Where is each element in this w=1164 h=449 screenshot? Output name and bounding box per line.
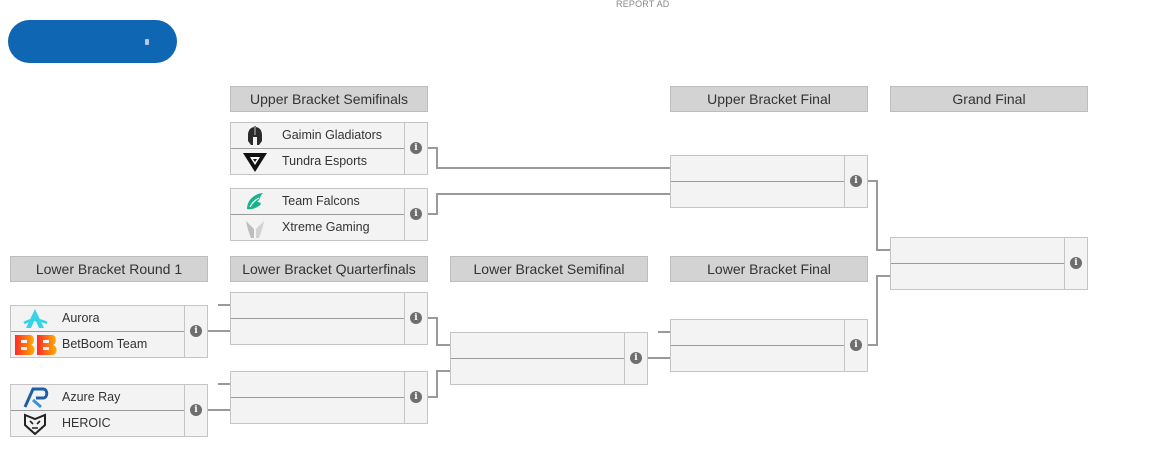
match-lower-quarterfinal-2[interactable]: i [230,371,428,424]
team-row[interactable]: Azure Ray [11,385,187,411]
team-row[interactable]: Xtreme Gaming [231,215,407,241]
info-icon[interactable]: i [190,404,202,416]
match-divider [231,214,427,215]
match-upper-bracket-final[interactable]: i [670,155,868,208]
header-lower-bracket-quarterfinals: Lower Bracket Quarterfinals [230,256,428,282]
team-row[interactable]: HEROIC [11,411,187,437]
match-lower-bracket-final[interactable]: i [670,319,868,372]
match-info-column: i [844,320,867,371]
match-upper-semifinal-2[interactable]: Team Falcons Xtreme Gaming i [230,188,428,241]
team-name: Gaimin Gladiators [282,128,383,142]
match-info-column: i [184,385,207,436]
match-info-column: i [624,333,647,384]
match-lower-quarterfinal-1[interactable]: i [230,292,428,345]
match-lower-round1-1[interactable]: Aurora BetBoom Team i [10,305,208,358]
heroic-logo-icon [21,413,49,436]
team-row-empty[interactable] [451,333,627,359]
team-row[interactable]: Team Falcons [231,189,407,215]
tundra-logo-icon [241,151,269,173]
match-upper-semifinal-1[interactable]: Gaimin Gladiators Tundra Esports i [230,122,428,175]
match-divider [231,318,427,319]
match-info-column: i [184,306,207,357]
team-name: Team Falcons [282,194,360,208]
match-info-column: i [404,372,427,423]
match-grand-final[interactable]: i [890,237,1088,290]
spartan-helmet-icon [241,125,269,147]
match-divider [451,358,647,359]
team-row[interactable]: Tundra Esports [231,149,407,175]
match-lower-semifinal[interactable]: i [450,332,648,385]
team-name: Azure Ray [62,390,121,404]
match-info-column: i [844,156,867,207]
info-icon[interactable]: i [410,208,422,220]
match-info-column: i [404,123,427,174]
team-name: Aurora [62,311,100,325]
team-name: HEROIC [62,416,111,430]
team-row-empty[interactable] [671,320,847,346]
match-divider [11,331,207,332]
match-divider [231,148,427,149]
report-ad-link[interactable]: REPORT AD [616,0,670,9]
team-row-empty[interactable] [451,359,627,385]
info-icon[interactable]: i [630,352,642,364]
header-lower-bracket-semifinal: Lower Bracket Semifinal [450,256,648,282]
team-row-empty[interactable] [671,346,847,372]
info-icon[interactable]: i [410,312,422,324]
header-upper-bracket-semifinals: Upper Bracket Semifinals [230,86,428,112]
match-divider [671,345,867,346]
team-row-empty[interactable] [231,372,407,398]
team-row[interactable]: BetBoom Team [11,332,187,358]
falcon-logo-icon [241,191,269,213]
match-divider [11,410,207,411]
info-icon[interactable]: i [850,175,862,187]
header-lower-bracket-round-1: Lower Bracket Round 1 [10,256,208,282]
azure-ray-logo-icon [21,387,49,409]
xtreme-logo-icon [241,217,269,239]
ad-banner-button[interactable] [8,20,177,63]
match-info-column: i [1064,238,1087,289]
info-icon[interactable]: i [850,339,862,351]
team-row-empty[interactable] [671,182,847,208]
betboom-logo-icon [14,334,58,356]
team-row-empty[interactable] [231,319,407,345]
header-grand-final: Grand Final [890,86,1088,112]
match-info-column: i [404,293,427,344]
header-lower-bracket-final: Lower Bracket Final [670,256,868,282]
team-name: Tundra Esports [282,154,367,168]
team-row-empty[interactable] [891,238,1067,264]
match-divider [671,181,867,182]
header-upper-bracket-final: Upper Bracket Final [670,86,868,112]
team-row[interactable]: Aurora [11,306,187,332]
team-row-empty[interactable] [671,156,847,182]
info-icon[interactable]: i [1070,257,1082,269]
info-icon[interactable]: i [410,391,422,403]
team-name: BetBoom Team [62,337,148,351]
banner-dot-icon [145,39,149,45]
team-row-empty[interactable] [231,398,407,424]
team-row-empty[interactable] [891,264,1067,290]
match-divider [891,263,1087,264]
team-row[interactable]: Gaimin Gladiators [231,123,407,149]
match-divider [231,397,427,398]
aurora-logo-icon [21,308,49,330]
match-info-column: i [404,189,427,240]
team-name: Xtreme Gaming [282,220,370,234]
match-lower-round1-2[interactable]: Azure Ray HEROIC i [10,384,208,437]
info-icon[interactable]: i [190,325,202,337]
team-row-empty[interactable] [231,293,407,319]
info-icon[interactable]: i [410,142,422,154]
